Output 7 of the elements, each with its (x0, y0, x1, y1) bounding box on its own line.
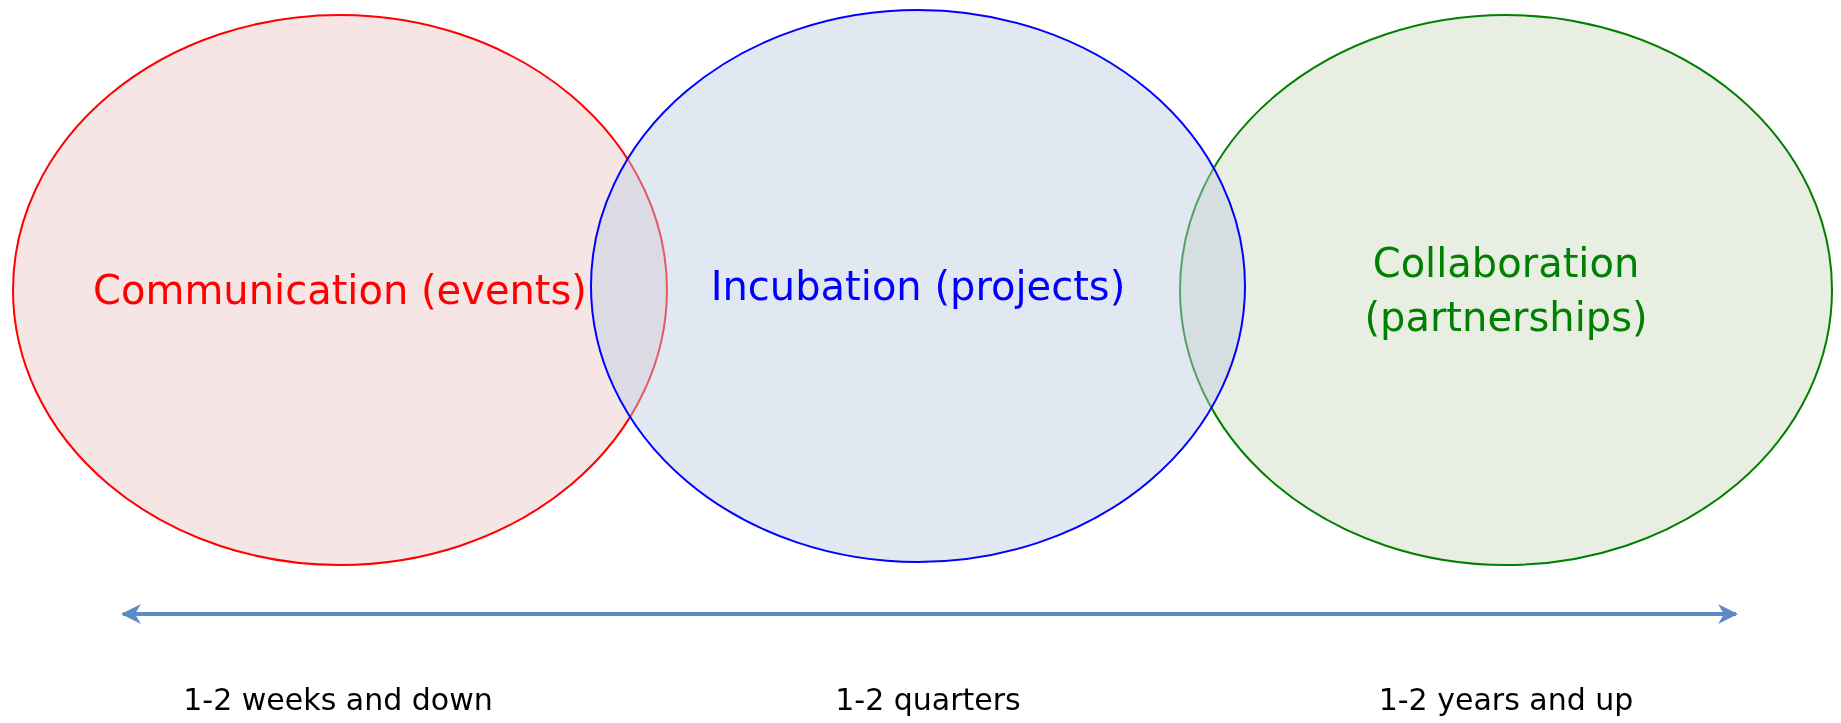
circle-label: Collaboration (partnerships) (1363, 239, 1649, 342)
duration-label: 1-2 weeks and down (183, 682, 493, 717)
duration-label: 1-2 years and up (1378, 682, 1634, 717)
circle-label: Communication (events) (92, 266, 588, 315)
circle-label: Incubation (projects) (709, 262, 1127, 311)
duration-label: 1-2 quarters (835, 682, 1021, 717)
venn-ellipse (590, 9, 1246, 563)
